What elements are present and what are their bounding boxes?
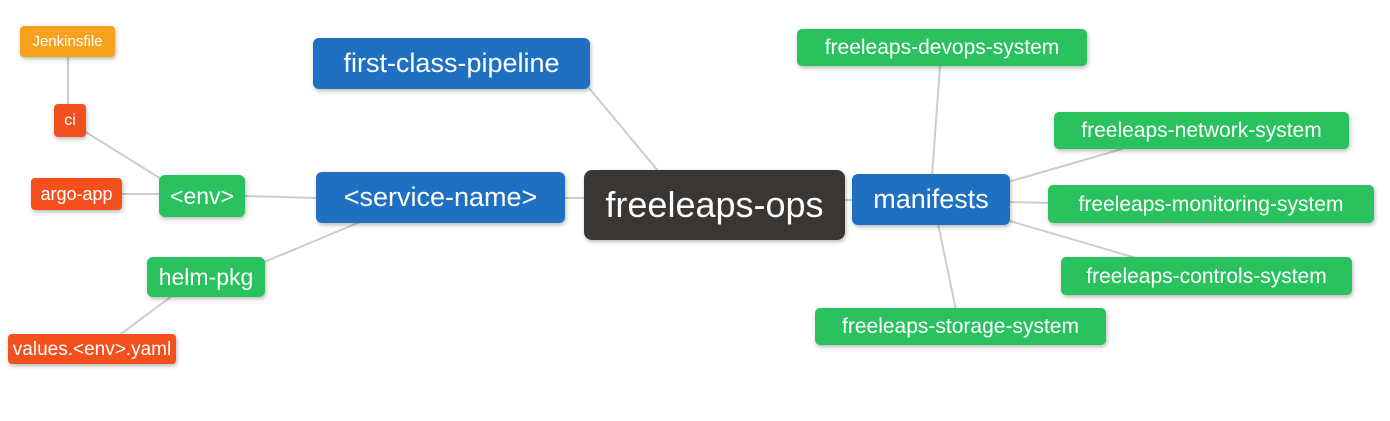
edge-manifests-devops-system [931,65,941,177]
edge-env-service-name [243,195,319,199]
edge-helm-pkg-service-name [261,221,361,264]
node-argo-app[interactable]: argo-app [31,178,122,210]
edge-manifests-network-system [1007,148,1123,183]
node-first-class-pipeline[interactable]: first-class-pipeline [313,38,590,89]
node-freeleaps-storage-system[interactable]: freeleaps-storage-system [815,308,1106,345]
node-helm-pkg[interactable]: helm-pkg [147,257,265,297]
edge-values-yaml-helm-pkg [117,295,173,337]
edge-first-class-pipeline-root [588,87,660,173]
node-jenkinsfile[interactable]: Jenkinsfile [20,26,115,57]
node-ci[interactable]: ci [54,104,86,137]
edge-manifests-controls-system [1009,220,1137,259]
node-freeleaps-devops-system[interactable]: freeleaps-devops-system [797,29,1087,66]
edge-manifests-monitoring-system [1008,201,1051,204]
node-freeleaps-ops-root[interactable]: freeleaps-ops [584,170,845,240]
edge-manifests-storage-system [937,223,957,311]
node-freeleaps-controls-system[interactable]: freeleaps-controls-system [1061,257,1352,295]
edge-ci-env [83,130,164,181]
node-service-name[interactable]: <service-name> [316,172,565,223]
node-freeleaps-monitoring-system[interactable]: freeleaps-monitoring-system [1048,185,1374,223]
node-manifests[interactable]: manifests [852,174,1010,225]
node-values-env-yaml[interactable]: values.<env>.yaml [8,334,176,364]
node-freeleaps-network-system[interactable]: freeleaps-network-system [1054,112,1349,149]
node-env[interactable]: <env> [159,175,245,217]
